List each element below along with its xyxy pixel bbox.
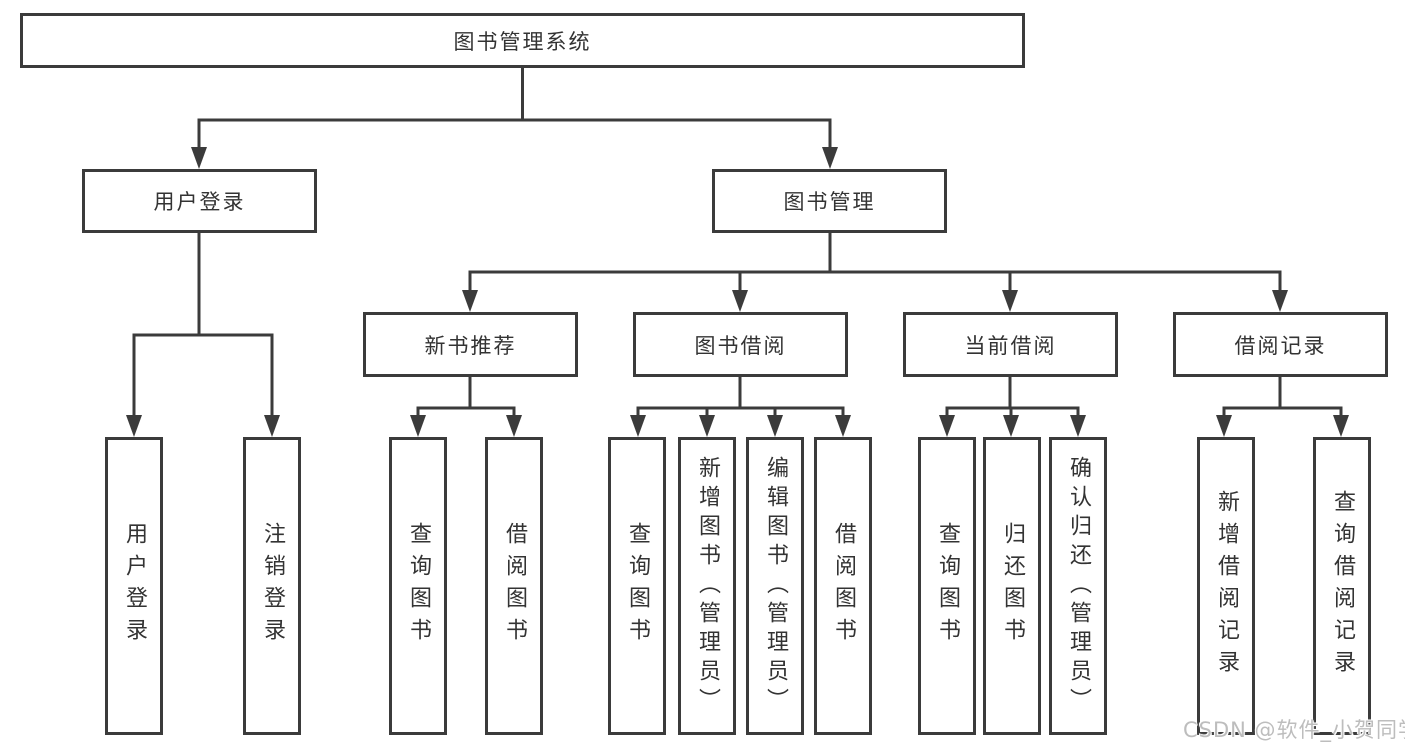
node-book-borrow: 图书借阅 (633, 312, 848, 377)
leaf-edit-books-admin: 编辑图书（管理员） (746, 437, 804, 735)
leaf-add-books-admin: 新增图书（管理员） (678, 437, 736, 735)
leaf-label: 新增借阅记录 (1214, 490, 1239, 682)
leaf-label: 编辑图书（管理员） (763, 455, 788, 717)
node-label: 当前借阅 (964, 333, 1057, 358)
node-label: 新书推荐 (424, 333, 517, 358)
node-book-management: 图书管理 (712, 169, 947, 233)
node-user-login: 用户登录 (82, 169, 317, 233)
leaf-label: 借阅图书 (502, 522, 527, 650)
leaf-query-borrow-record: 查询借阅记录 (1313, 437, 1371, 735)
leaf-query-books-borrow: 查询图书 (608, 437, 666, 735)
leaf-label: 查询图书 (625, 522, 650, 650)
node-new-book-recommend: 新书推荐 (363, 312, 578, 377)
csdn-watermark: CSDN @软件_小贺同学 (1183, 718, 1405, 742)
node-label: 用户登录 (153, 190, 246, 214)
leaf-label: 用户登录 (122, 522, 147, 650)
node-current-borrow: 当前借阅 (903, 312, 1118, 377)
leaf-add-borrow-record: 新增借阅记录 (1197, 437, 1255, 735)
leaf-query-books-recommend: 查询图书 (389, 437, 447, 735)
leaf-label: 注销登录 (260, 522, 285, 650)
leaf-label: 归还图书 (1000, 522, 1025, 650)
leaf-borrow-books: 借阅图书 (814, 437, 872, 735)
leaf-label: 查询借阅记录 (1330, 490, 1355, 682)
leaf-label: 查询图书 (935, 522, 960, 650)
leaf-logout: 注销登录 (243, 437, 301, 735)
leaf-label: 确认归还（管理员） (1066, 455, 1091, 717)
node-borrow-record: 借阅记录 (1173, 312, 1388, 377)
leaf-label: 借阅图书 (831, 522, 856, 650)
node-label: 借阅记录 (1234, 333, 1327, 358)
leaf-confirm-return-admin: 确认归还（管理员） (1049, 437, 1107, 735)
leaf-return-books: 归还图书 (983, 437, 1041, 735)
node-root-label: 图书管理系统 (453, 29, 592, 54)
node-label: 图书借阅 (694, 333, 787, 358)
node-label: 图书管理 (783, 190, 876, 214)
leaf-label: 查询图书 (406, 522, 431, 650)
leaf-user-login: 用户登录 (105, 437, 163, 735)
leaf-borrow-books-recommend: 借阅图书 (485, 437, 543, 735)
node-root: 图书管理系统 (20, 13, 1025, 68)
leaf-query-books-current: 查询图书 (918, 437, 976, 735)
leaf-label: 新增图书（管理员） (695, 455, 720, 717)
